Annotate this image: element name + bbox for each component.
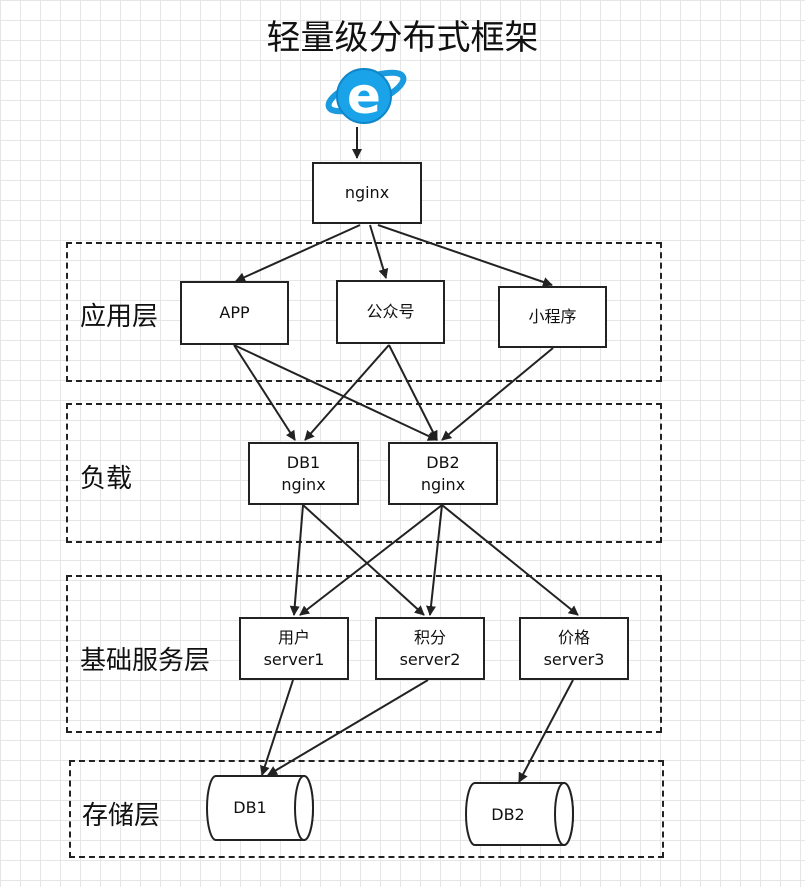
node-gzh-label: 公众号: [366, 302, 415, 321]
node-db1-nginx: DB1 nginx: [248, 442, 359, 505]
db1-label: DB1: [233, 798, 267, 817]
edge-app-db2nginx: [233, 344, 438, 441]
layer-app-label: 应用层: [80, 302, 159, 332]
edge-nginx-gzh: [369, 224, 389, 279]
node-app: APP: [180, 281, 289, 345]
svg-text:e: e: [347, 67, 381, 125]
edge-db2nginx-price: [441, 504, 579, 616]
edge-user-db1: [260, 679, 294, 776]
node-entry-nginx: nginx: [312, 162, 422, 224]
edge-price-db2: [518, 679, 574, 783]
node-user-server1: 用户 server1: [239, 617, 349, 680]
node-app-label: APP: [219, 303, 250, 322]
edge-db1nginx-points: [302, 504, 425, 616]
node-db2-nginx-line2: nginx: [420, 474, 466, 494]
edge-db2nginx-points: [426, 504, 443, 616]
edge-app-db1nginx: [233, 344, 296, 441]
db2-cylinder: [465, 782, 574, 846]
layer-load: [66, 403, 662, 543]
edge-gzh-db2nginx: [388, 344, 438, 441]
node-db2-nginx-line1: DB2: [426, 452, 460, 472]
node-db1-nginx-line2: nginx: [281, 474, 326, 494]
db2-label: DB2: [491, 805, 525, 824]
edge-miniapp-db2nginx: [441, 347, 554, 441]
node-entry-nginx-label: nginx: [344, 183, 390, 202]
node-db1-nginx-line1: DB1: [286, 452, 321, 472]
layer-app: [66, 242, 662, 382]
node-price-server3-line2: server3: [543, 649, 605, 669]
db1-cylinder: [206, 775, 314, 841]
node-gzh: 公众号: [336, 280, 445, 344]
node-db2-nginx: DB2 nginx: [388, 442, 498, 505]
edge-gzh-db1nginx: [304, 344, 390, 441]
layer-storage: [69, 760, 664, 858]
layer-storage-label: 存储层: [82, 801, 161, 831]
edge-db2nginx-user: [299, 504, 443, 616]
layer-base-services: [66, 575, 662, 733]
node-price-server3: 价格 server3: [519, 617, 629, 680]
node-miniapp: 小程序: [498, 286, 607, 348]
node-user-server1-line2: server1: [263, 649, 325, 669]
node-points-server2-line1: 积分: [413, 627, 446, 647]
diagram-title: 轻量级分布式框架: [266, 18, 539, 58]
edge-nginx-app: [235, 224, 361, 282]
node-points-server2-line2: server2: [399, 649, 461, 669]
edge-points-db1: [267, 679, 429, 776]
edge-db1nginx-user: [289, 504, 304, 616]
edge-nginx-miniapp: [377, 224, 553, 287]
internet-explorer-icon: e: [325, 67, 407, 125]
node-price-server3-line1: 价格: [557, 627, 590, 647]
node-miniapp-label: 小程序: [528, 307, 577, 326]
node-points-server2: 积分 server2: [375, 617, 485, 680]
layer-load-label: 负载: [80, 464, 133, 494]
node-user-server1-line1: 用户: [277, 627, 310, 647]
layer-base-services-label: 基础服务层: [80, 646, 211, 676]
